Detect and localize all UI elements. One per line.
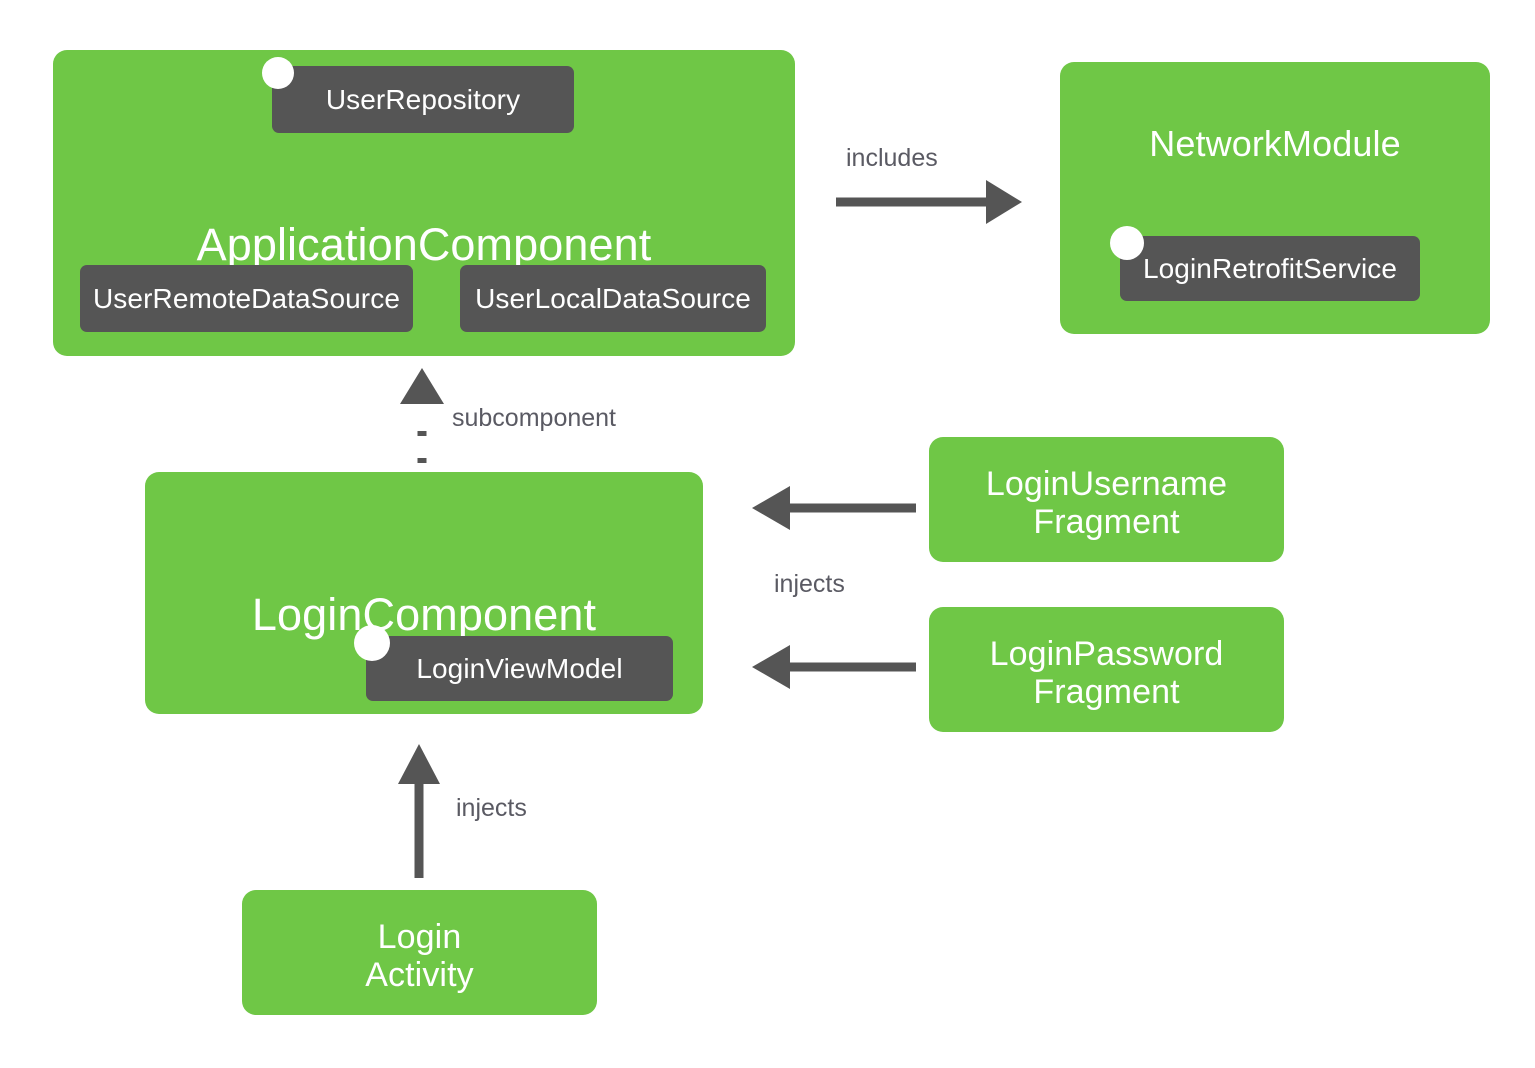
node-title-login-activity: Login Activity [365,918,474,995]
chip-login-view-model[interactable]: LoginViewModel [354,625,673,701]
node-title-login-username-fragment: LoginUsername Fragment [985,465,1228,542]
node-title-application-component: ApplicationComponent [196,219,652,270]
edge-injects-username [752,486,916,530]
node-title-login-component: LoginComponent [251,589,597,640]
edge-label-includes: includes [846,144,938,172]
edge-label-injects-fragments: injects [774,570,845,598]
node-login-username-fragment[interactable]: LoginUsername Fragment [929,437,1284,562]
chip-login-retrofit-service[interactable]: LoginRetrofitService [1110,226,1420,301]
binding-dot-icon [1110,226,1144,260]
binding-dot-icon [354,625,390,661]
binding-dot-icon [262,57,294,89]
chip-label-user-local-data-source: UserLocalDataSource [475,282,751,314]
node-title-network-module: NetworkModule [1149,123,1401,164]
edge-includes [836,180,1022,224]
chip-user-local-data-source[interactable]: UserLocalDataSource [460,265,766,332]
edge-injects-activity [398,744,440,878]
chip-label-user-repository: UserRepository [325,83,521,115]
edge-subcomponent [400,368,444,463]
chip-user-remote-data-source[interactable]: UserRemoteDataSource [80,265,413,332]
chip-label-login-view-model: LoginViewModel [416,652,623,684]
chip-label-login-retrofit-service: LoginRetrofitService [1142,252,1398,284]
chip-user-repository[interactable]: UserRepository [262,57,574,133]
edge-label-injects-activity: injects [456,794,527,822]
chip-label-user-remote-data-source: UserRemoteDataSource [92,282,401,314]
node-login-password-fragment[interactable]: LoginPassword Fragment [929,607,1284,732]
edge-injects-password [752,645,916,689]
node-login-activity[interactable]: Login Activity [242,890,597,1015]
edge-label-subcomponent: subcomponent [452,404,617,432]
node-title-login-password-fragment: LoginPassword Fragment [989,635,1224,712]
